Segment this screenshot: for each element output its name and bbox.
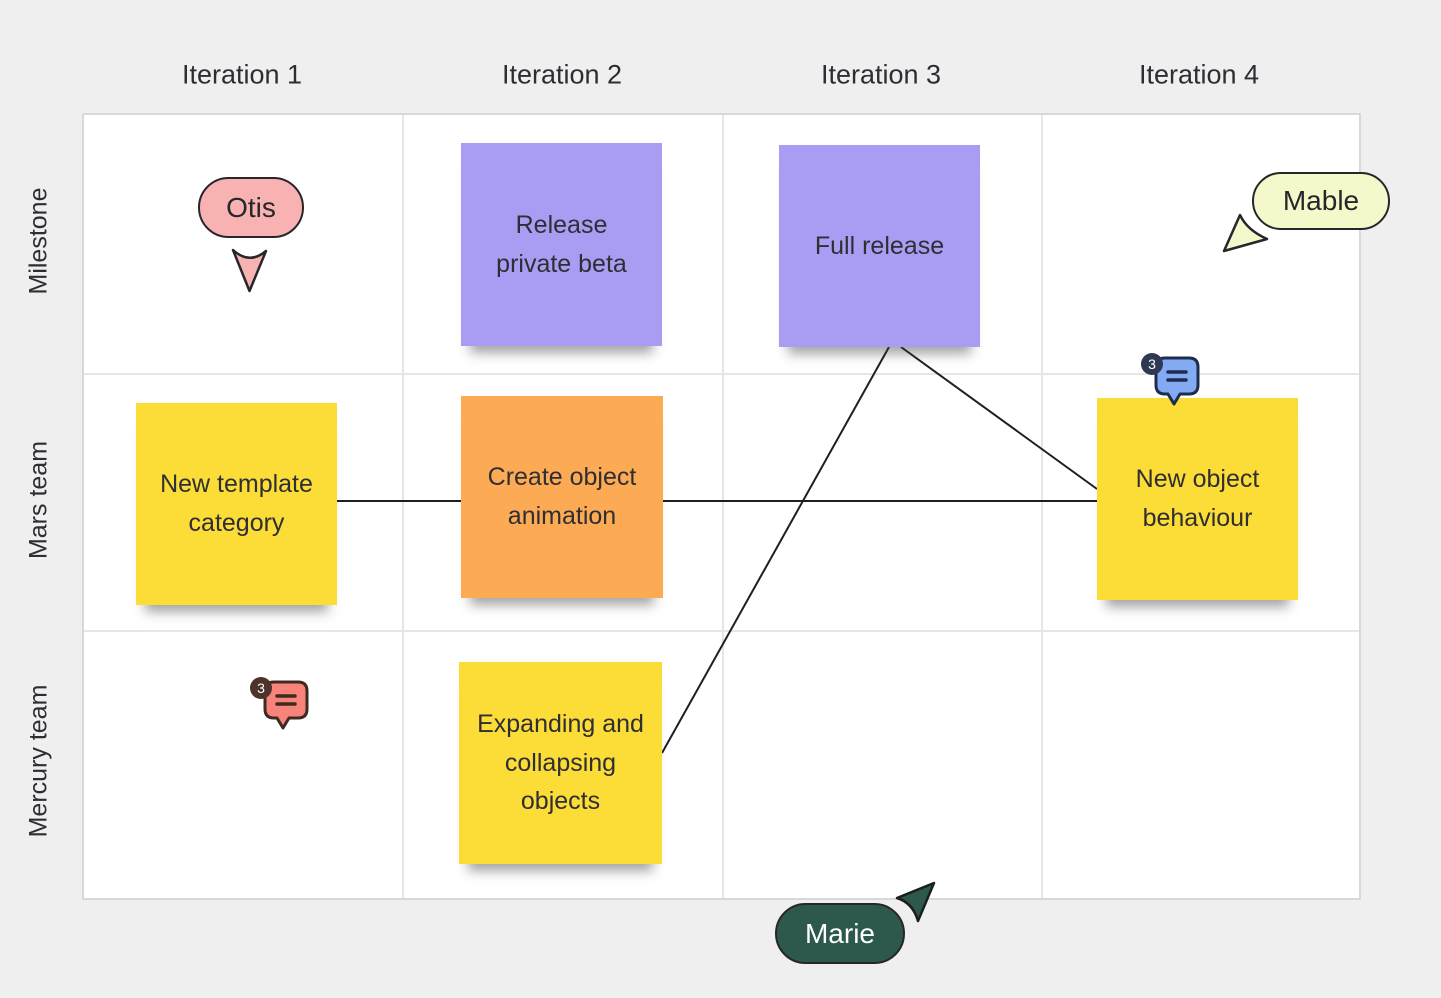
comment-count-circle bbox=[250, 677, 272, 699]
column-header-iteration-4: Iteration 4 bbox=[1138, 59, 1260, 90]
cell-milestone-it2 bbox=[404, 115, 724, 375]
comment-badge-red[interactable]: 3 bbox=[249, 676, 313, 736]
row-header-mars-team: Mars team bbox=[24, 440, 53, 560]
comment-count-circle bbox=[1141, 353, 1163, 375]
row-header-milestone: Milestone bbox=[24, 187, 53, 295]
cell-mars-it3 bbox=[724, 375, 1043, 632]
sticky-note-new-template-category[interactable]: New template category bbox=[136, 403, 337, 605]
comment-count: 3 bbox=[257, 680, 265, 696]
comment-count: 3 bbox=[1148, 356, 1156, 372]
column-header-iteration-3: Iteration 3 bbox=[820, 59, 942, 90]
sticky-note-full-release[interactable]: Full release bbox=[779, 145, 980, 347]
cell-mercury-it3 bbox=[724, 632, 1043, 898]
cell-mars-it1 bbox=[84, 375, 404, 632]
comment-badge-blue[interactable]: 3 bbox=[1140, 352, 1204, 412]
sticky-note-expanding-collapsing-objects[interactable]: Expanding and collapsing objects bbox=[459, 662, 662, 864]
cell-mars-it4 bbox=[1043, 375, 1359, 632]
sticky-note-release-private-beta[interactable]: Release private beta bbox=[461, 143, 662, 346]
cell-milestone-it1 bbox=[84, 115, 404, 375]
row-header-mercury-team: Mercury team bbox=[24, 684, 53, 838]
cell-mercury-it1 bbox=[84, 632, 404, 898]
cell-mercury-it4 bbox=[1043, 632, 1359, 898]
column-header-iteration-1: Iteration 1 bbox=[181, 59, 303, 90]
cell-mercury-it2 bbox=[404, 632, 724, 898]
cursor-label-otis: Otis bbox=[198, 177, 304, 238]
cursor-label-mable: Mable bbox=[1252, 172, 1390, 230]
column-header-iteration-2: Iteration 2 bbox=[501, 59, 623, 90]
sticky-note-create-object-animation[interactable]: Create object animation bbox=[461, 396, 663, 598]
cursor-label-marie: Marie bbox=[775, 903, 905, 964]
sticky-note-new-object-behaviour[interactable]: New object behaviour bbox=[1097, 398, 1298, 600]
cell-milestone-it4 bbox=[1043, 115, 1359, 375]
